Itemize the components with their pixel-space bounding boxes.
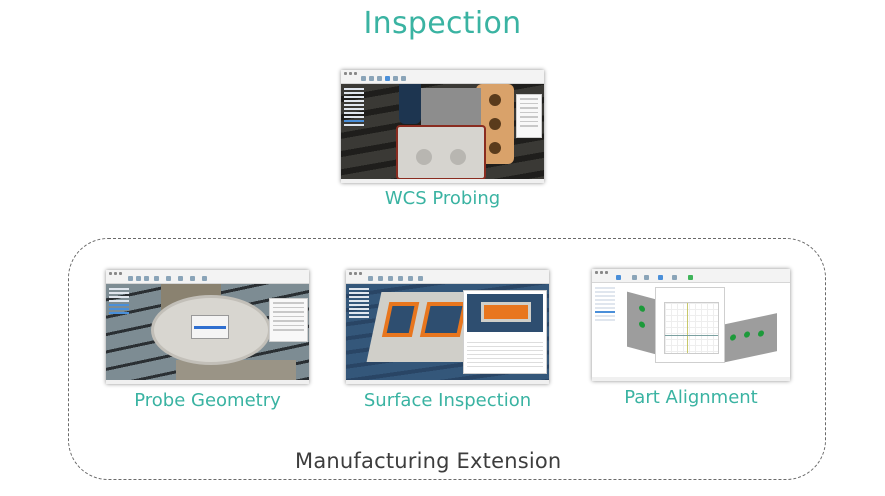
manufacturing-extension-group — [68, 238, 826, 480]
probe-geometry-label: Probe Geometry — [134, 390, 281, 411]
wcs-probing-thumbnail — [341, 70, 544, 183]
part-right — [722, 313, 777, 363]
alignment-chart-panel — [655, 287, 725, 363]
page-title: Inspection — [363, 6, 522, 41]
surface-inspection-label: Surface Inspection — [363, 390, 532, 411]
part-alignment-thumbnail — [592, 269, 790, 381]
part-alignment-label: Part Alignment — [624, 387, 758, 408]
probe-geometry-thumbnail — [106, 270, 309, 384]
surface-inspection-thumbnail — [346, 270, 549, 384]
manufacturing-extension-label: Manufacturing Extension — [295, 449, 562, 473]
dialog — [191, 315, 229, 339]
wcs-probing-label: WCS Probing — [384, 188, 501, 209]
probe-icon — [399, 84, 421, 124]
inspection-report-panel — [463, 290, 547, 374]
workpiece — [396, 125, 486, 180]
